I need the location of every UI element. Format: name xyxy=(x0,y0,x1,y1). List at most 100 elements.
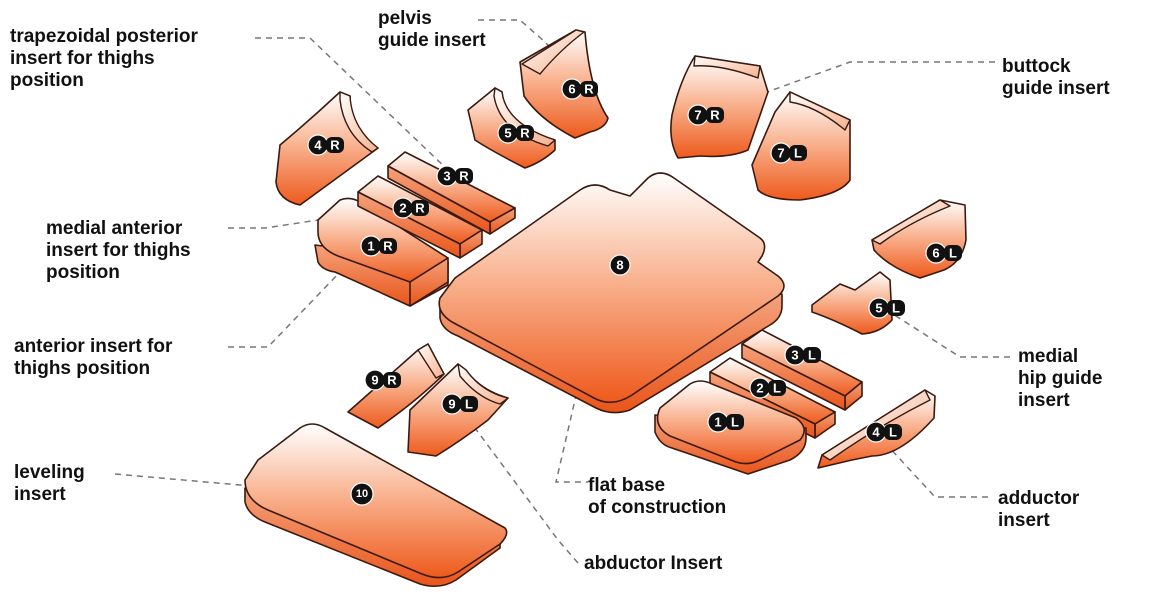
badge-6L-side: L xyxy=(949,246,957,261)
badge-9L-num: 9 xyxy=(448,397,455,412)
badge-5L-num: 5 xyxy=(875,301,882,316)
badge-5R: 5 R xyxy=(497,122,534,144)
badge-4R-num: 4 xyxy=(314,138,322,153)
leader-adductor xyxy=(874,431,988,498)
label-leveling-insert: leveling insert xyxy=(14,462,85,506)
badge-8: 8 xyxy=(609,254,631,276)
medial-hip-guide-left-piece xyxy=(811,271,893,335)
badge-6R-num: 6 xyxy=(568,82,575,97)
leader-leveling xyxy=(114,473,361,496)
badge-2L-side: L xyxy=(773,381,781,396)
badge-5L: 5 L xyxy=(868,297,905,319)
leveling-insert-piece xyxy=(244,423,508,588)
label-adductor-insert: adductor insert xyxy=(998,488,1079,532)
badges: 1 R 2 R 3 R 4 R 5 R 6 R 7 xyxy=(307,78,962,506)
badge-8-num: 8 xyxy=(616,258,623,273)
badge-10: 10 xyxy=(350,482,374,506)
badge-2R: 2 R xyxy=(392,197,429,219)
badge-6L-num: 6 xyxy=(932,246,939,261)
badge-1L: 1 L xyxy=(707,411,744,433)
badge-7L-side: L xyxy=(794,146,802,161)
trapezoidal-insert-left-piece xyxy=(741,329,863,411)
label-line: guide insert xyxy=(1002,78,1110,99)
badge-4L-num: 4 xyxy=(872,425,880,440)
badge-5R-num: 5 xyxy=(504,126,511,141)
label-abductor-insert: abductor Insert xyxy=(584,553,722,575)
label-line: insert xyxy=(1018,390,1070,411)
badge-9L-side: L xyxy=(465,397,473,412)
badge-1R: 1 R xyxy=(360,235,397,257)
leader-medial-hip xyxy=(881,306,1010,358)
pelvis-guide-left-piece xyxy=(871,199,967,279)
label-line: insert xyxy=(998,510,1050,531)
label-medial-anterior-insert: medial anterior insert for thighs positi… xyxy=(46,218,191,284)
leader-anterior xyxy=(228,245,366,348)
badge-1R-side: R xyxy=(383,239,393,254)
label-line: adductor xyxy=(998,488,1080,509)
label-line: insert for thighs xyxy=(10,48,155,69)
label-line: of construction xyxy=(588,497,727,518)
badge-6L: 6 L xyxy=(925,242,962,264)
badge-7L: 7 L xyxy=(770,142,807,164)
badge-7R: 7 R xyxy=(687,104,724,126)
badge-3L-side: L xyxy=(808,348,816,363)
badge-3R-num: 3 xyxy=(443,169,450,184)
label-line: position xyxy=(10,70,84,91)
badge-2R-num: 2 xyxy=(399,201,406,216)
badge-1R-num: 1 xyxy=(367,239,374,254)
badge-5L-side: L xyxy=(892,301,900,316)
badge-2L: 2 L xyxy=(749,377,786,399)
label-line: position xyxy=(46,262,120,283)
badge-7L-num: 7 xyxy=(777,146,784,161)
label-line: medial anterior xyxy=(46,218,183,239)
label-line: buttock xyxy=(1002,56,1071,77)
label-line: trapezoidal posterior xyxy=(10,26,198,47)
label-line: hip guide xyxy=(1018,368,1103,389)
label-line: insert xyxy=(14,484,66,505)
badge-3R: 3 R xyxy=(436,165,473,187)
badge-3L-num: 3 xyxy=(791,348,798,363)
badge-6R: 6 R xyxy=(561,78,598,100)
badge-10-num: 10 xyxy=(356,488,368,500)
leader-trapezoidal xyxy=(255,37,451,173)
badge-6R-side: R xyxy=(584,82,594,97)
label-flat-base: flat base of construction xyxy=(588,475,726,519)
label-line: guide insert xyxy=(378,30,486,51)
label-pelvis-guide-insert: pelvis guide insert xyxy=(378,8,486,52)
badge-7R-side: R xyxy=(710,108,720,123)
label-medial-hip-guide-insert: medial hip guide insert xyxy=(1018,346,1102,412)
label-anterior-insert: anterior insert for thighs position xyxy=(14,336,172,380)
leader-lines xyxy=(114,19,1010,564)
label-line: medial xyxy=(1018,346,1079,367)
label-line: thighs position xyxy=(14,358,151,379)
badge-9L: 9 L xyxy=(441,393,478,415)
flat-base-piece xyxy=(438,172,785,414)
badge-2R-side: R xyxy=(415,201,425,216)
label-line: flat base xyxy=(588,475,666,496)
trapezoidal-insert-right-piece xyxy=(387,151,516,235)
label-line: anterior insert for xyxy=(14,336,173,357)
badge-7R-num: 7 xyxy=(694,108,701,123)
badge-4L-side: L xyxy=(889,425,897,440)
label-line: pelvis xyxy=(378,8,432,29)
badge-4L: 4 L xyxy=(865,421,902,443)
badge-3L: 3 L xyxy=(784,344,821,366)
label-trapezoidal-posterior-insert: trapezoidal posterior insert for thighs … xyxy=(10,26,198,92)
badge-1L-side: L xyxy=(731,415,739,430)
badge-1L-num: 1 xyxy=(714,415,721,430)
label-line: leveling xyxy=(14,462,85,483)
label-line: abductor Insert xyxy=(584,553,723,574)
leader-medial-anterior xyxy=(228,206,406,229)
badge-4R: 4 R xyxy=(307,134,344,156)
badge-9R-side: R xyxy=(387,373,397,388)
label-buttock-guide-insert: buttock guide insert xyxy=(1002,56,1110,100)
label-line: insert for thighs xyxy=(46,240,191,261)
badge-4R-side: R xyxy=(330,138,340,153)
badge-2L-num: 2 xyxy=(756,381,763,396)
badge-3R-side: R xyxy=(459,169,469,184)
badge-9R-num: 9 xyxy=(371,373,378,388)
badge-9R: 9 R xyxy=(364,369,401,391)
badge-5R-side: R xyxy=(520,126,530,141)
